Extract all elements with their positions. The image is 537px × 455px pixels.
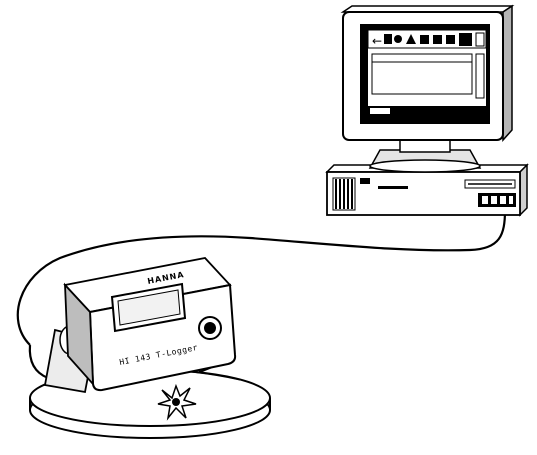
back-arrow-icon: ←: [372, 34, 382, 48]
settings-icon: [394, 35, 402, 43]
logger-assembly: HANNA HI 143 T-Logger: [30, 258, 270, 438]
t-logger-device: HANNA HI 143 T-Logger: [65, 258, 235, 390]
folder-icon: [420, 35, 429, 44]
save-icon: [446, 35, 455, 44]
help-icon: [459, 33, 472, 46]
screen-window: [372, 54, 472, 94]
logger-button: [199, 317, 221, 339]
vent-grille: [333, 178, 355, 210]
screen-scrollbar: [476, 54, 484, 98]
computer: ←: [327, 6, 527, 215]
serial-port: [478, 193, 516, 207]
drive-bay: [465, 180, 515, 188]
chart-icon: [433, 35, 442, 44]
screen-toolbar: ←: [368, 30, 486, 48]
monitor-screen: ←: [360, 24, 490, 124]
monitor: ←: [343, 6, 512, 140]
home-icon: [384, 34, 392, 44]
monitor-stand: [370, 138, 480, 172]
